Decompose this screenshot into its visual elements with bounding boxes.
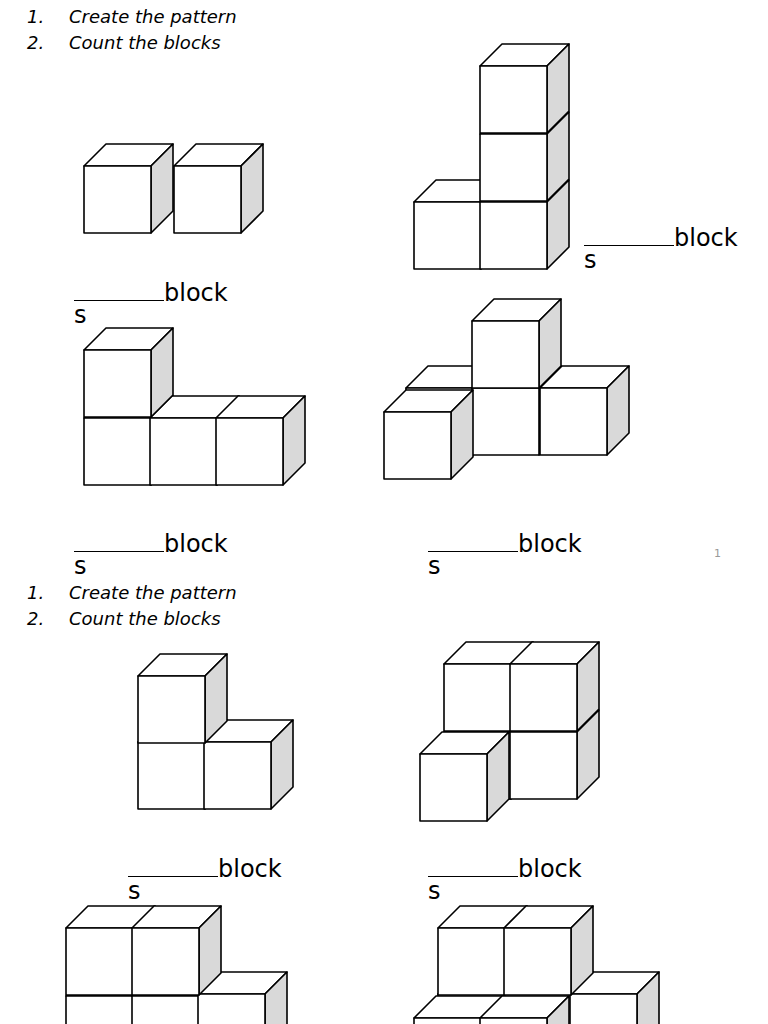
answer-label: block s <box>74 530 228 580</box>
cube <box>540 366 629 455</box>
cube <box>174 144 263 233</box>
step-number-holder: 1. <box>27 581 44 605</box>
instruction-holder: Create the pattern <box>69 581 237 605</box>
block-figure <box>84 328 305 485</box>
block-figure <box>138 654 293 809</box>
instruction: Create the pattern <box>69 6 237 27</box>
answer-label: block s <box>428 855 582 905</box>
step-number: 1. <box>27 6 44 27</box>
step-number: 1. <box>27 582 44 603</box>
answer-label: block s <box>584 224 738 274</box>
block-figure <box>420 642 599 821</box>
step-number: 2. <box>27 32 44 53</box>
cube <box>472 299 561 388</box>
cube <box>132 906 221 995</box>
instruction: Create the pattern <box>69 582 237 603</box>
instruction: Count the blocks <box>69 32 221 53</box>
cube <box>420 732 509 821</box>
step-number-holder: 1. <box>27 5 44 29</box>
cube <box>216 396 305 485</box>
cube <box>504 906 593 995</box>
cube <box>480 996 569 1024</box>
answer-label: block s <box>74 279 228 329</box>
page-number-holder: 1 <box>714 542 721 566</box>
block-figure <box>414 44 569 269</box>
answer-line <box>128 856 218 877</box>
step-number-holder: 2. <box>27 607 44 631</box>
block-figure <box>384 299 629 479</box>
step-number: 2. <box>27 608 44 629</box>
cube <box>204 720 293 809</box>
block-figure <box>414 906 659 1024</box>
cube <box>84 144 173 233</box>
cube <box>480 44 569 133</box>
step-number-holder: 2. <box>27 31 44 55</box>
answer-label: block s <box>128 855 282 905</box>
answer-line <box>584 225 674 246</box>
answer-line <box>74 531 164 552</box>
answer-label-holder: block s <box>74 280 234 326</box>
cube <box>510 642 599 731</box>
answer-line <box>428 531 518 552</box>
instruction-holder: Count the blocks <box>69 607 221 631</box>
answer-label: block s <box>428 530 582 580</box>
block-figure <box>84 144 263 233</box>
page-number: 1 <box>714 547 721 560</box>
instruction-holder: Create the pattern <box>69 5 237 29</box>
instruction: Count the blocks <box>69 608 221 629</box>
answer-label-holder: block s <box>128 856 288 902</box>
answer-label-holder: block s <box>584 225 744 271</box>
answer-label-holder: block s <box>428 856 588 902</box>
cube <box>84 328 173 417</box>
answer-label-holder: block s <box>428 531 588 577</box>
block-figure <box>66 906 287 1024</box>
cube <box>384 390 473 479</box>
instruction-holder: Count the blocks <box>69 31 221 55</box>
answer-label-holder: block s <box>74 531 234 577</box>
answer-line <box>74 280 164 301</box>
answer-line <box>428 856 518 877</box>
cube <box>138 654 227 743</box>
